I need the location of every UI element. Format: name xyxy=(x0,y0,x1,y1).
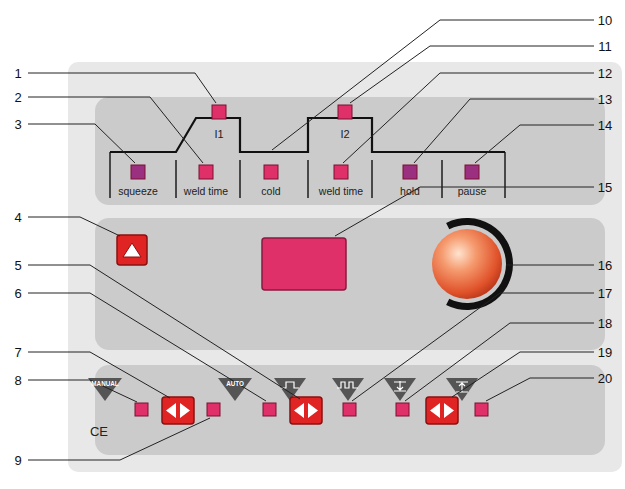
leader-line xyxy=(28,380,137,402)
mode-label: AUTO xyxy=(226,381,244,387)
leader-line xyxy=(28,124,135,163)
callout-number: 5 xyxy=(14,259,21,272)
mode-triangle xyxy=(88,378,478,401)
callout-number: 9 xyxy=(14,454,21,467)
callout-number: 6 xyxy=(14,287,21,300)
callout-number: 3 xyxy=(14,118,21,131)
callout-number: 15 xyxy=(598,181,612,194)
bottom-panel xyxy=(95,365,605,455)
current-label: I1 xyxy=(214,129,223,140)
leader-line xyxy=(452,352,594,397)
phase-label: hold xyxy=(400,186,420,197)
led xyxy=(131,105,479,179)
callout-number: 8 xyxy=(14,374,21,387)
callout-number: 17 xyxy=(598,287,612,300)
phase-label: squeeze xyxy=(118,186,158,197)
callout-number: 4 xyxy=(14,211,21,224)
leader-line xyxy=(486,378,594,401)
leader-line xyxy=(272,20,594,150)
phase-label: cold xyxy=(261,186,280,197)
callout-number: 12 xyxy=(598,67,612,80)
phase-label: pause xyxy=(458,186,487,197)
callout-number: 14 xyxy=(598,119,612,132)
ce-mark: CE xyxy=(90,425,108,438)
leader-line xyxy=(28,97,203,163)
leader-line xyxy=(506,265,594,266)
leader-line xyxy=(28,293,266,401)
leader-line xyxy=(28,352,170,398)
callout-number: 20 xyxy=(598,372,612,385)
callout-number: 13 xyxy=(598,93,612,106)
leader-line xyxy=(28,418,210,460)
phase-label: weld time xyxy=(319,186,363,197)
leader-line xyxy=(350,46,594,103)
leader-line xyxy=(28,265,300,399)
leader-line xyxy=(475,125,594,163)
knob xyxy=(432,229,502,299)
knob-arc xyxy=(446,218,513,310)
callout-number: 19 xyxy=(598,346,612,359)
phase-label: weld time xyxy=(184,186,228,197)
callout-number: 11 xyxy=(598,40,612,53)
leader-line xyxy=(28,217,120,236)
leader-line xyxy=(405,323,594,401)
knob-scale xyxy=(446,218,513,310)
callout-number: 16 xyxy=(598,259,612,272)
current-label: I2 xyxy=(340,129,349,140)
callout-number: 10 xyxy=(598,14,612,27)
leader-line xyxy=(343,73,594,163)
leader-line xyxy=(28,73,216,103)
housing xyxy=(68,62,622,472)
mode-icon xyxy=(281,381,468,392)
top-panel xyxy=(95,97,605,205)
up-button xyxy=(117,235,147,265)
leader-line xyxy=(414,99,594,163)
callout-number: 1 xyxy=(14,67,21,80)
mode-label: MANUAL xyxy=(91,381,118,387)
middle-panel xyxy=(95,218,605,350)
callout-number: 7 xyxy=(14,346,21,359)
phase-dividers xyxy=(110,152,505,198)
display xyxy=(262,238,346,290)
callout-number: 2 xyxy=(14,91,21,104)
callout-number: 18 xyxy=(598,317,612,330)
leader-line xyxy=(352,293,594,401)
